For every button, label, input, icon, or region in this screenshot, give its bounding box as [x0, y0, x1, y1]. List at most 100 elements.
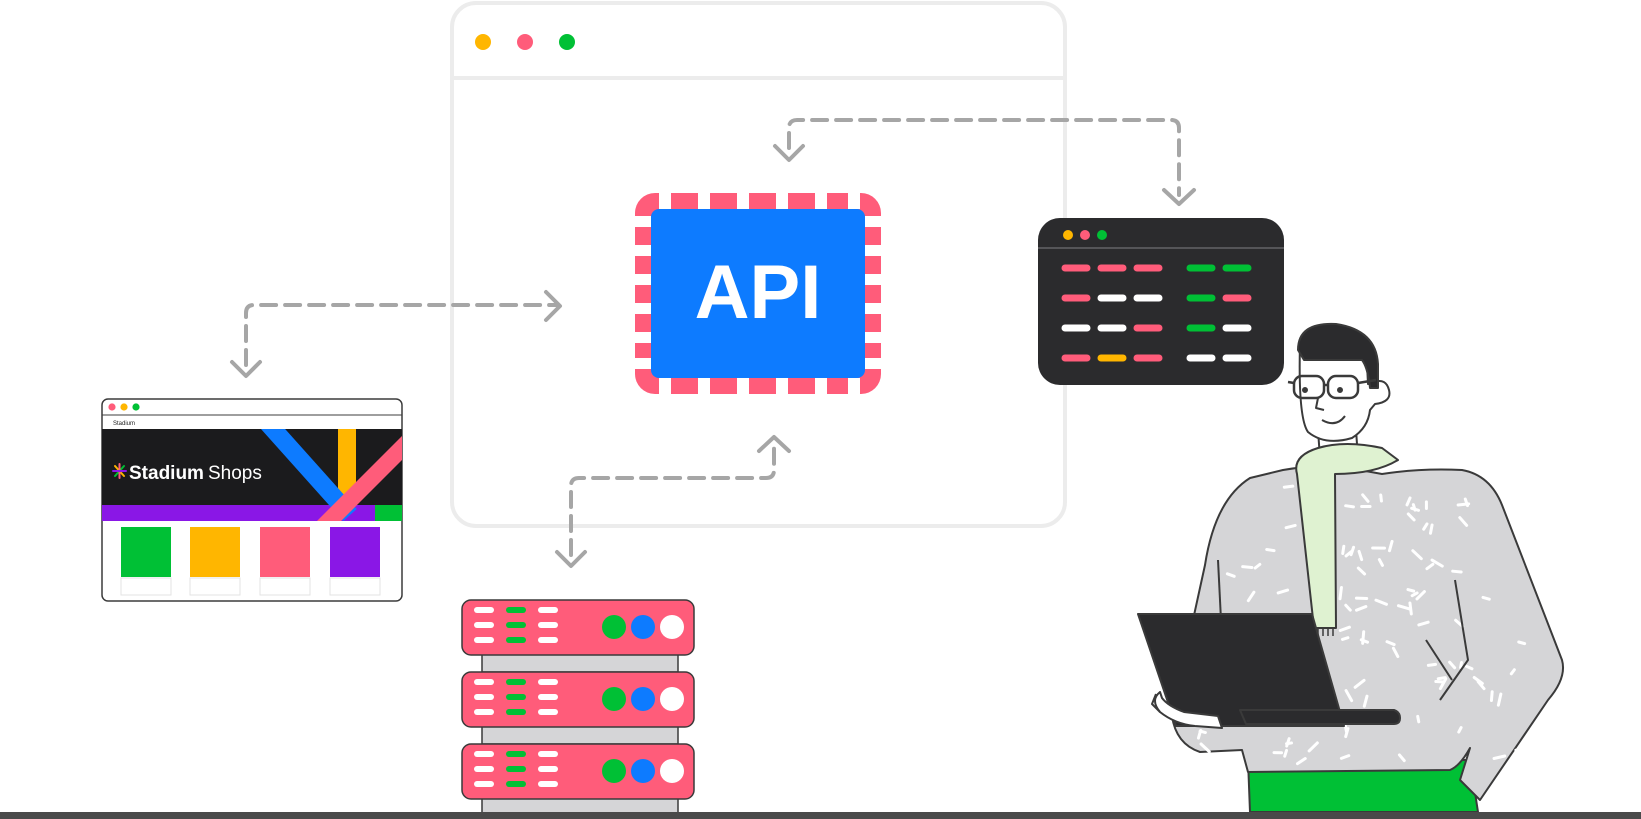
connector-server-api	[569, 441, 776, 557]
sweater-speckle	[1344, 689, 1354, 703]
sweater-speckle	[1410, 506, 1421, 512]
sweater-speckle	[1459, 660, 1463, 670]
sweater-speckle	[1410, 591, 1419, 598]
person-illustration	[1137, 322, 1564, 813]
chip-notch	[737, 193, 749, 209]
sweater-speckle	[1406, 512, 1416, 522]
sweater-speckle	[1361, 493, 1370, 503]
sweater-speckle	[1246, 590, 1256, 603]
sweater-speckle	[1377, 558, 1384, 567]
api-chip: API	[635, 193, 881, 394]
chip-notch	[698, 193, 710, 209]
shop-nav-label: Stadium	[113, 421, 135, 427]
sweater-speckle	[1344, 504, 1355, 509]
sweater-speckle	[1339, 754, 1351, 760]
sweater-speckle	[1285, 741, 1294, 746]
stadium-logo-icon	[112, 463, 127, 479]
product-tile	[260, 527, 310, 577]
product-tile	[330, 527, 380, 577]
laptop-screen	[1137, 613, 1345, 727]
server-led-icon	[660, 615, 684, 639]
window-dot-green	[559, 34, 575, 50]
sweater-speckle	[1361, 630, 1366, 645]
sweater-speckle	[1496, 692, 1503, 707]
window-dot-green	[1097, 230, 1107, 240]
window-dot-pink	[517, 34, 533, 50]
sweater-speckle	[1464, 664, 1474, 671]
chip-notch	[848, 378, 860, 394]
product-caption	[189, 577, 241, 596]
chip-notch	[865, 303, 881, 314]
hair	[1297, 322, 1379, 389]
window-dot-yellow	[1063, 230, 1073, 240]
product-caption	[259, 577, 311, 596]
window-dot-pink	[1080, 230, 1090, 240]
product-tile	[190, 527, 240, 577]
sweater-speckle	[1282, 484, 1295, 489]
sweater-speckle	[1198, 729, 1207, 735]
sweater-speckle	[1354, 605, 1368, 612]
chip-notch	[776, 378, 788, 394]
server-led-icon	[631, 687, 655, 711]
sweater-speckle	[1391, 646, 1400, 659]
server-led-icon	[660, 759, 684, 783]
sweater-speckle	[1405, 496, 1412, 507]
sweater-speckle	[1265, 547, 1276, 553]
chip-notch	[865, 332, 881, 343]
server-led-icon	[631, 615, 655, 639]
chip-notch	[635, 358, 651, 369]
sweater-speckle	[1428, 523, 1434, 535]
connector-api-console	[787, 118, 1181, 197]
chip-notch	[635, 216, 651, 227]
sweater-speckle	[1397, 753, 1406, 763]
server-connector	[481, 653, 679, 673]
arrow-head-down-icon	[555, 550, 587, 568]
arrow-head-right-icon	[544, 290, 562, 322]
sweater-speckle	[1517, 640, 1527, 646]
laptop-base	[1239, 709, 1401, 725]
product-caption	[120, 577, 172, 596]
sweater-speckle	[1456, 502, 1471, 507]
chip-notch	[865, 358, 881, 369]
shop-banner	[102, 429, 402, 521]
chip-notch	[635, 303, 651, 314]
sweater-speckle	[1408, 601, 1413, 616]
sweater-speckle	[1406, 588, 1416, 593]
sweater-speckle	[1417, 620, 1430, 627]
sweater-speckle	[1509, 668, 1516, 676]
chip-notch	[635, 274, 651, 285]
sweater-speckle	[1411, 549, 1423, 561]
server-stack	[461, 599, 695, 817]
server-unit	[461, 671, 695, 728]
window-dot-green	[132, 403, 140, 411]
window-dot-yellow	[475, 34, 491, 50]
chip-notch	[815, 193, 827, 209]
arrow-head-down-icon	[230, 360, 262, 378]
sweater-speckle	[1338, 586, 1343, 601]
bottom-divider	[0, 812, 1641, 819]
connector-shop-api	[244, 303, 560, 367]
chip-notch	[698, 378, 710, 394]
chip-notch	[848, 193, 860, 209]
sweater-speckle	[1307, 741, 1319, 753]
arrow-head-up-icon	[757, 435, 791, 453]
sweater-speckle	[1241, 565, 1254, 570]
sweater-speckle	[1353, 678, 1366, 689]
sweater-speckle	[1387, 539, 1394, 553]
sweater-speckle	[1343, 724, 1348, 734]
sweater-speckle	[1481, 595, 1491, 601]
sweater-speckle	[1534, 754, 1546, 761]
sweater-speckle	[1338, 625, 1351, 632]
window-dot-pink	[108, 403, 116, 411]
sweater-speckle	[1451, 569, 1463, 574]
window-dot-yellow	[120, 403, 128, 411]
sweater-speckle	[1283, 748, 1289, 758]
product-tile	[121, 527, 171, 577]
sweater-speckle	[1344, 550, 1353, 558]
sweater-speckle	[1422, 522, 1429, 531]
chip-notch	[635, 245, 651, 256]
sweater-speckle	[1472, 676, 1484, 685]
sweater-speckle	[1199, 742, 1211, 754]
